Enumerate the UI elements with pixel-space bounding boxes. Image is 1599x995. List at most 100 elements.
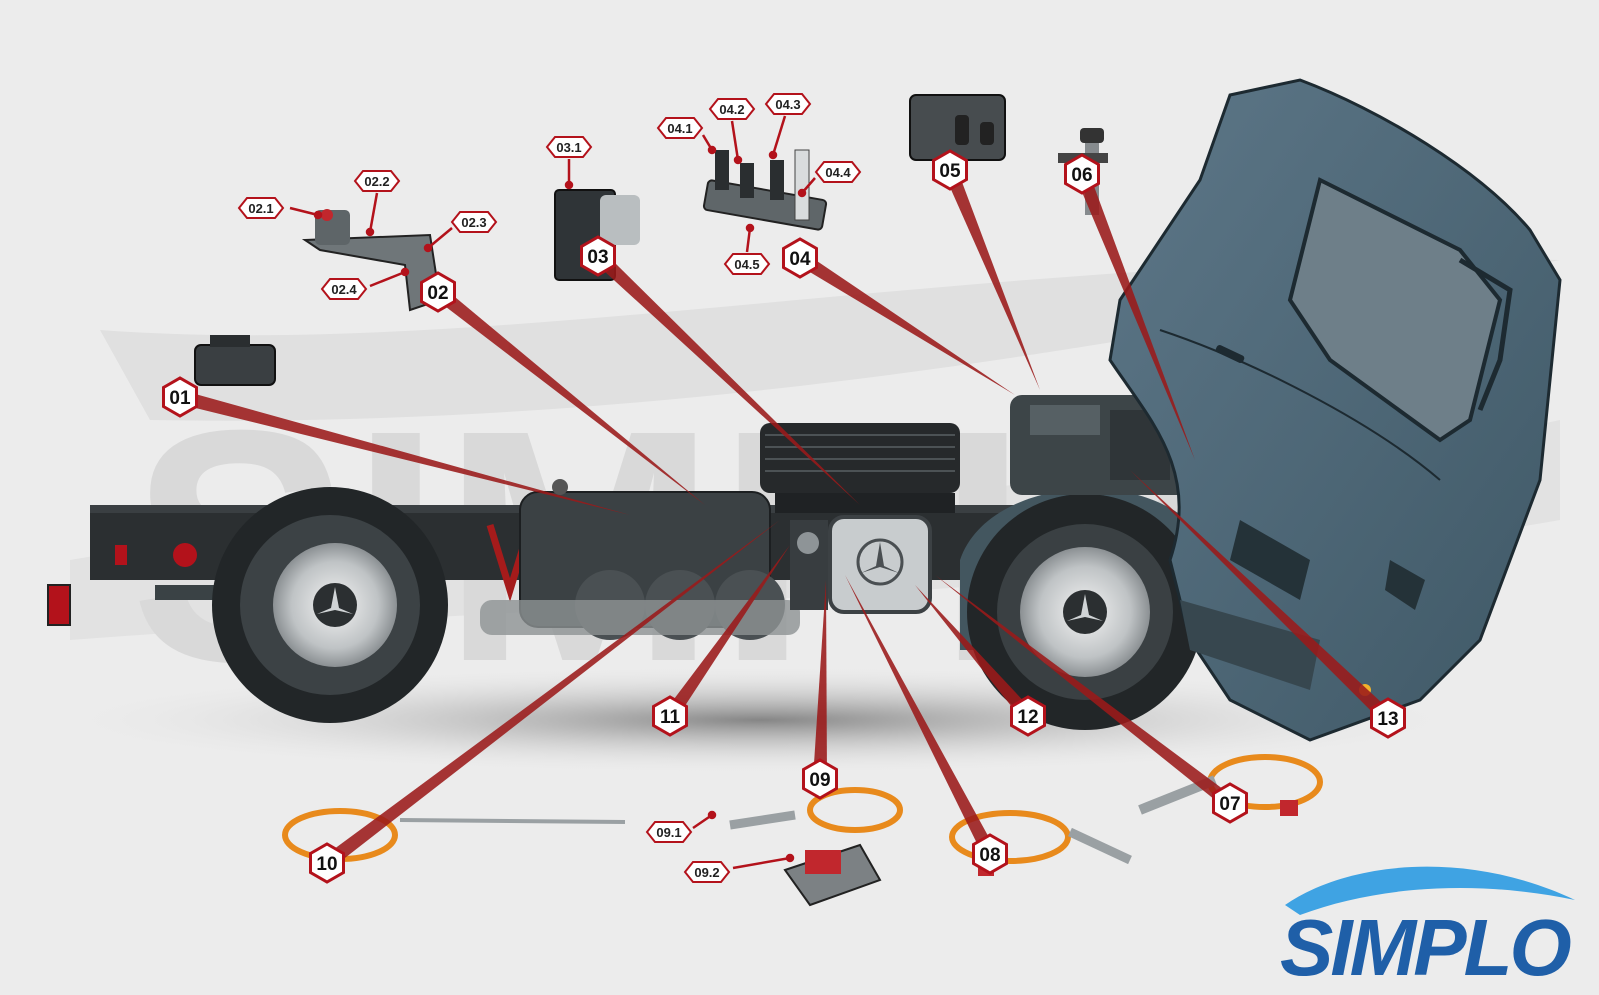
callout-number: 02	[427, 283, 448, 304]
sub-label-frame	[683, 861, 731, 883]
sub-label-02.3: 02.3	[450, 211, 498, 233]
engine	[1010, 395, 1190, 495]
callout-badge-09: 09	[802, 758, 838, 800]
sub-label-arrow-head	[797, 188, 807, 198]
sub-label-arrow-02.3	[427, 227, 453, 249]
callout-number: 11	[660, 707, 681, 728]
leader-07	[935, 575, 1235, 809]
leader-05	[943, 167, 1040, 390]
callout-badge-11: 11	[652, 695, 688, 737]
front-wheel	[960, 488, 1215, 730]
sub-label-text: 02.3	[461, 215, 486, 230]
sub-label-04.5: 04.5	[723, 253, 771, 275]
leader-08	[845, 575, 997, 858]
sub-label-arrows	[289, 115, 816, 870]
sub-label-arrow-head	[423, 243, 433, 253]
sub-label-text: 09.2	[694, 865, 719, 880]
leader-12	[915, 585, 1034, 721]
callout-hexagon	[309, 842, 345, 884]
callout-badge-13: 13	[1370, 697, 1406, 739]
callout-number: 09	[809, 770, 830, 791]
sub-label-frame	[814, 161, 862, 183]
sub-label-frame	[645, 821, 693, 843]
leader-09	[813, 580, 827, 780]
sub-label-text: 03.1	[556, 140, 581, 155]
sub-label-04.4: 04.4	[814, 161, 862, 183]
callout-badge-04: 04	[782, 237, 818, 279]
callout-hexagon	[1010, 695, 1046, 737]
sub-label-arrow-head	[365, 227, 375, 237]
callout-number: 13	[1377, 709, 1398, 730]
sub-label-frame	[320, 278, 368, 300]
sub-label-frame	[450, 211, 498, 233]
adblue-tank	[790, 515, 932, 614]
callout-hexagon	[1370, 697, 1406, 739]
sub-label-arrow-head	[564, 180, 574, 190]
sub-label-arrow-02.2	[368, 192, 379, 233]
sub-label-arrow-09.2	[732, 856, 791, 870]
sub-labels: 02.1 02.2 02.3 02.4 03.1 04.1 04.2 04.3 04.4 04.5…	[237, 93, 862, 883]
sub-label-frame	[545, 136, 593, 158]
sub-label-arrow-head	[745, 223, 755, 233]
sub-label-arrow-head	[313, 210, 323, 220]
leader-13	[1130, 470, 1393, 724]
sub-label-text: 02.2	[364, 174, 389, 189]
sub-label-text: 04.3	[775, 97, 800, 112]
component-04-valve-block	[702, 149, 828, 231]
sub-label-text: 04.5	[734, 257, 759, 272]
logo-swoosh	[1285, 866, 1575, 915]
component-01-module	[194, 335, 276, 386]
sub-label-text: 04.1	[667, 121, 692, 136]
callout-number: 06	[1071, 165, 1092, 186]
sub-label-text: 02.4	[331, 282, 357, 297]
callout-hexagon	[1212, 782, 1248, 824]
callout-badge-10: 10	[309, 842, 345, 884]
callout-number: 12	[1017, 707, 1038, 728]
sub-label-text: 04.2	[719, 102, 744, 117]
sub-label-arrow-04.2	[730, 120, 740, 161]
sub-label-arrow-04.3	[771, 115, 787, 156]
sub-label-arrow-head	[768, 150, 778, 160]
sub-label-04.2: 04.2	[708, 98, 756, 120]
callout-hexagon	[162, 376, 198, 418]
sub-label-arrow-head	[707, 145, 717, 155]
sub-label-arrow-head	[785, 853, 795, 863]
callout-hexagon	[932, 149, 968, 191]
fuel-tank	[480, 479, 800, 640]
sub-label-arrow-head	[707, 810, 717, 820]
sub-label-frame	[656, 117, 704, 139]
sub-label-04.1: 04.1	[656, 117, 704, 139]
sub-label-02.1: 02.1	[237, 197, 285, 219]
component-05-ecu	[909, 94, 1006, 161]
simplo-logo: SIMPLO	[1280, 866, 1575, 992]
logo-text: SIMPLO	[1280, 903, 1570, 992]
leader-10	[322, 520, 780, 869]
truck-cab	[1108, 78, 1562, 742]
sub-label-arrow-02.4	[369, 270, 406, 288]
callout-number: 01	[169, 388, 191, 409]
sub-label-arrow-head	[400, 267, 410, 277]
callout-badge-05: 05	[932, 149, 968, 191]
component-02-pump-assembly	[301, 209, 442, 312]
callout-badge-08: 08	[972, 833, 1008, 875]
callout-hexagon	[972, 833, 1008, 875]
battery-box	[760, 423, 960, 513]
callout-badge-02: 02	[420, 271, 456, 313]
leader-02	[433, 286, 705, 505]
sub-label-03.1: 03.1	[545, 136, 593, 158]
callout-badge-12: 12	[1010, 695, 1046, 737]
callout-hexagon	[652, 695, 688, 737]
callout-number: 07	[1219, 794, 1240, 815]
sub-label-arrow-head	[733, 155, 743, 165]
callout-badge-07: 07	[1212, 782, 1248, 824]
component-09-nox-sensor	[729, 787, 903, 907]
sub-label-text: 02.1	[248, 201, 273, 216]
callout-number: 10	[316, 854, 337, 875]
callout-hexagon	[420, 271, 456, 313]
sub-label-frame	[353, 170, 401, 192]
sub-label-02.2: 02.2	[353, 170, 401, 192]
sub-label-09.1: 09.1	[645, 821, 693, 843]
